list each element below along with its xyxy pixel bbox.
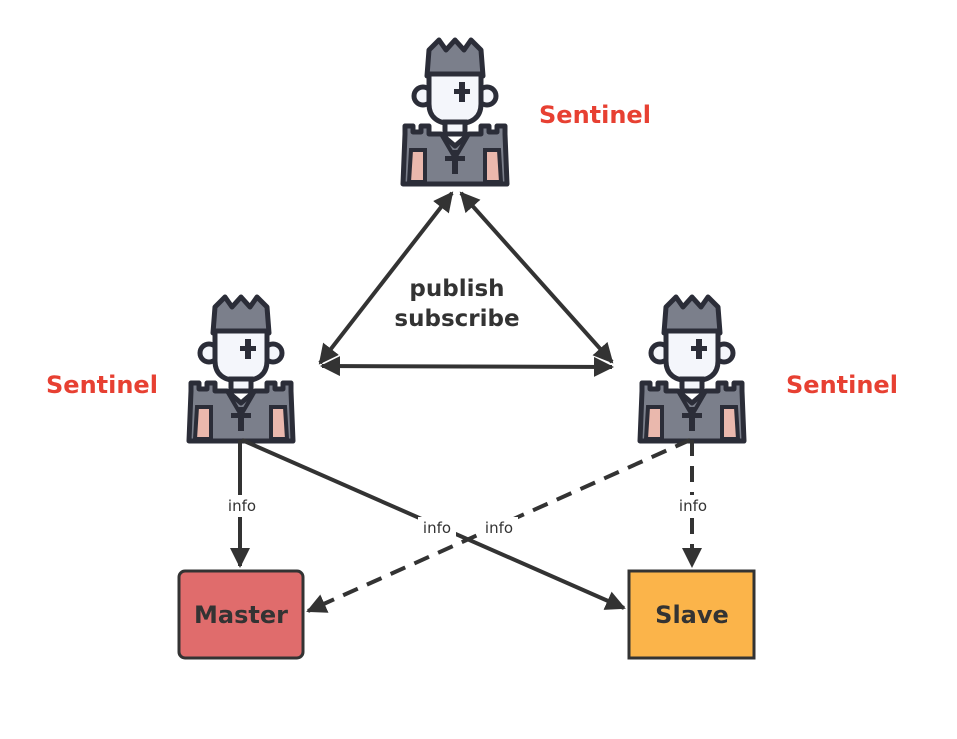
info-label-right-slave: info — [679, 497, 707, 515]
slave-label: Slave — [655, 601, 729, 629]
sentinel-left-label: Sentinel — [46, 371, 158, 399]
publish-label: publish — [409, 276, 504, 302]
sentinel-right-icon — [640, 297, 744, 441]
sentinel-left-icon — [189, 297, 293, 441]
master-node — [177, 569, 305, 660]
edge-left-right — [320, 356, 614, 377]
slave-node — [627, 569, 756, 660]
info-label-left-master: info — [228, 497, 256, 515]
subscribe-label: subscribe — [394, 306, 519, 332]
sentinel-top-icon — [403, 40, 507, 184]
info-label-left-slave: info — [423, 519, 451, 537]
edge-top-left — [318, 191, 454, 365]
edge-top-right — [459, 191, 614, 364]
master-label: Master — [194, 601, 288, 629]
sentinel-top-label: Sentinel — [539, 101, 651, 129]
info-label-right-master: info — [485, 519, 513, 537]
sentinel-right-label: Sentinel — [786, 371, 898, 399]
